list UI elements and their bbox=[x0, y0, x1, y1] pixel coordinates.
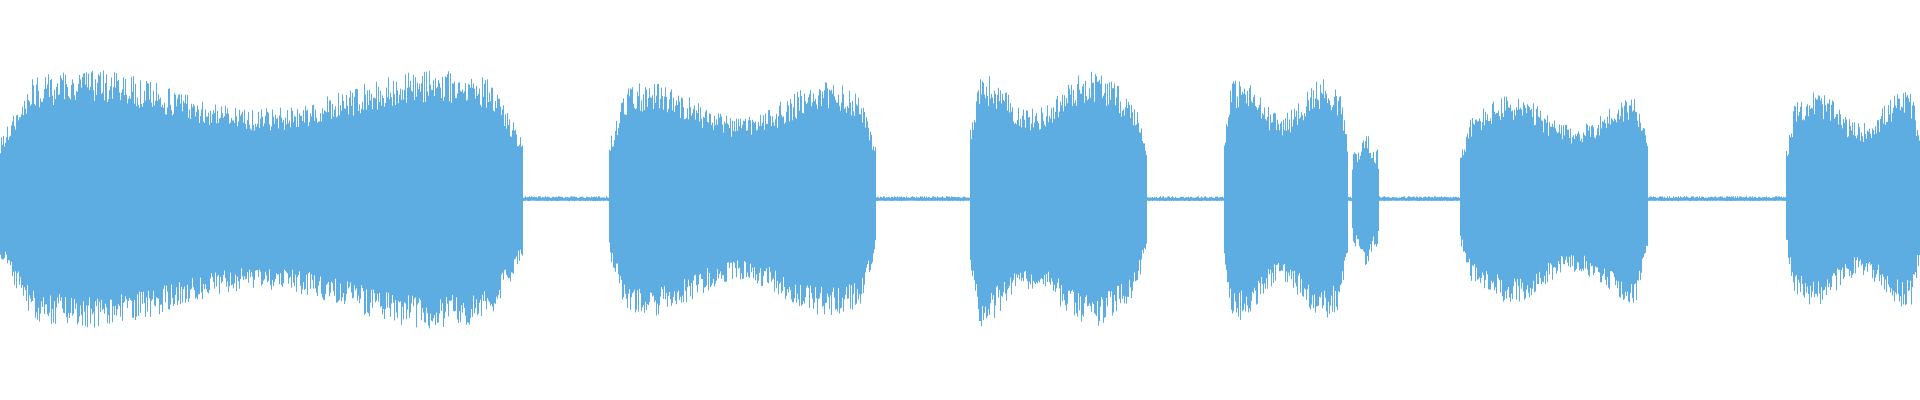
waveform-path bbox=[0, 70, 1920, 329]
waveform-samples bbox=[0, 70, 1920, 329]
